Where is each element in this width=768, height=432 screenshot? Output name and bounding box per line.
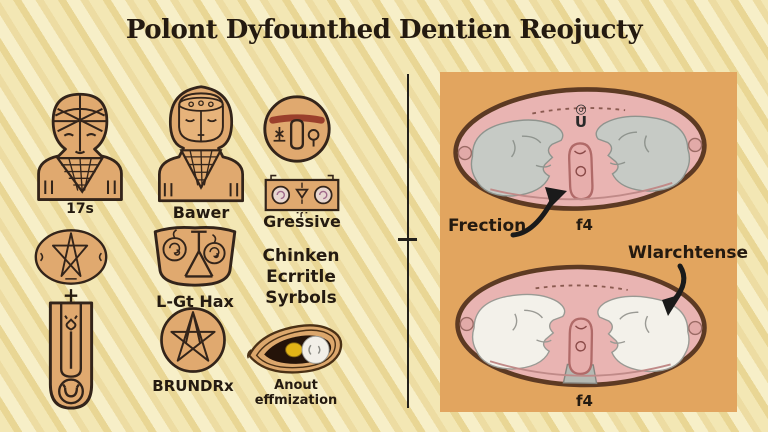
text-block: Chinken Ecrritle Syrbols <box>245 246 357 309</box>
balance-circle-icon <box>263 95 331 163</box>
page-title: Polont Dyfounthed Dentien Reojucty <box>125 15 643 45</box>
star-label: BRUNDRx <box>152 377 234 395</box>
u-letter: U <box>574 113 588 131</box>
eye-icon <box>246 324 343 374</box>
frection-arrow-icon <box>510 187 567 238</box>
rect-symbol-label: Gressive <box>263 212 341 231</box>
top-diagram-center-glyphs: ◎ U <box>566 102 596 131</box>
divider-tick <box>398 238 417 241</box>
top-cross-section-diagram <box>453 87 707 211</box>
top-diagram-annotation: Frection <box>448 216 527 236</box>
plus-sign: + <box>62 283 80 307</box>
bottom-diagram-annotation: Wlarchtense <box>628 243 749 263</box>
bottom-cross-section-diagram <box>455 264 707 388</box>
gressive-rect-icon <box>264 174 340 218</box>
text-block-line1: Chinken <box>262 246 340 266</box>
text-block-line2: Ecrritle <box>266 267 336 287</box>
figure1-label: 17s <box>66 201 94 217</box>
text-block-line3: Syrbols <box>265 288 337 308</box>
divider-line <box>407 74 409 408</box>
bottom-diagram-caption: f4 <box>576 392 593 410</box>
pentagram-oval-icon <box>34 229 108 285</box>
tub-label: L-Gt Hax <box>156 292 234 311</box>
star-circle-icon <box>160 307 226 373</box>
figure-bust1-icon <box>37 92 123 201</box>
top-diagram-caption: f4 <box>576 216 593 234</box>
eye-label: Anout effmization <box>254 378 338 408</box>
circled-dot-icon: ◎ <box>575 102 587 117</box>
figure-bust2-icon <box>157 85 245 203</box>
wlarchtense-arrow-icon <box>662 263 687 316</box>
figure2-label: Bawer <box>172 203 230 222</box>
seal-icon <box>48 301 94 410</box>
tub-icon <box>153 225 237 287</box>
